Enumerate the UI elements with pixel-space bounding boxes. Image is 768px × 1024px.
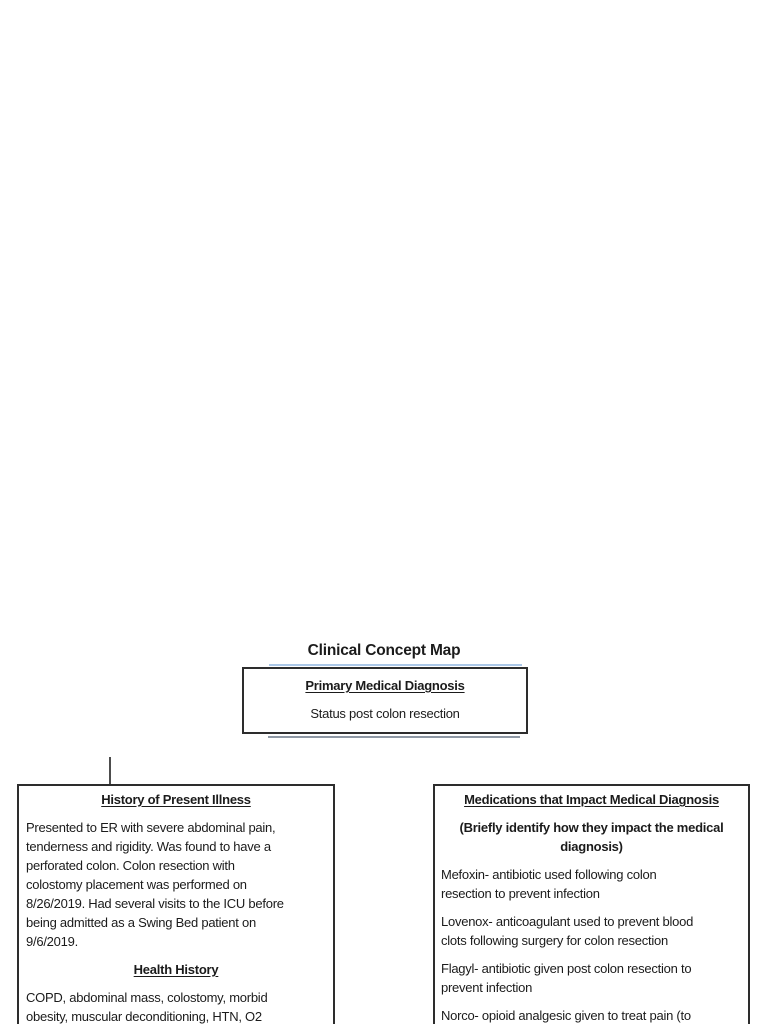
primary-diagnosis-value: Status post colon resection (310, 706, 460, 721)
diagnosis-box-bottom-accent-line (268, 736, 520, 738)
page-title: Clinical Concept Map (307, 642, 461, 659)
health-history-body-text: COPD, abdominal mass, colostomy, morbid … (26, 990, 268, 1024)
health-history-heading: Health History (133, 962, 219, 977)
medications-box: Medications that Impact Medical Diagnosi… (433, 784, 750, 1024)
medication-item-flagyl: Flagyl- antibiotic given post colon rese… (441, 961, 692, 995)
primary-diagnosis-heading: Primary Medical Diagnosis (305, 678, 465, 693)
medications-prompt: (Briefly identify how they impact the me… (459, 820, 724, 854)
medication-item-norco: Norco- opioid analgesic given to treat p… (441, 1008, 691, 1023)
history-body-text: Presented to ER with severe abdominal pa… (26, 820, 284, 949)
medication-item-mefoxin: Mefoxin- antibiotic used following colon… (441, 867, 657, 901)
history-heading: History of Present Illness (101, 792, 251, 807)
diagnosis-box-top-accent-line (269, 664, 522, 666)
medications-heading: Medications that Impact Medical Diagnosi… (464, 792, 719, 807)
primary-diagnosis-box: Primary Medical Diagnosis Status post co… (242, 667, 528, 734)
medication-item-lovenox: Lovenox- anticoagulant used to prevent b… (441, 914, 694, 948)
concept-map-connector-line (109, 757, 111, 784)
history-of-present-illness-box: History of Present Illness Presented to … (17, 784, 335, 1024)
